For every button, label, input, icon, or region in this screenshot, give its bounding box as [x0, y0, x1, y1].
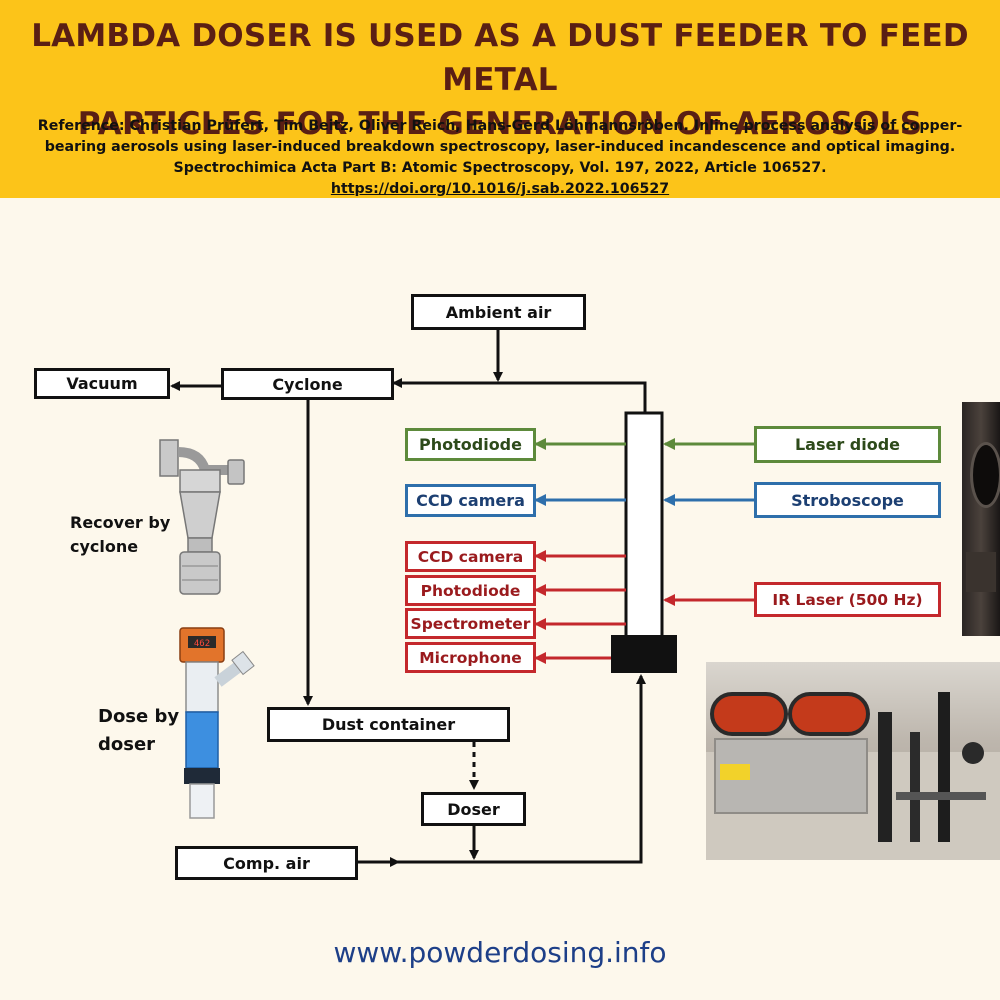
title-line-2: PARTICLES FOR THE GENERATION OF AEROSOLS	[77, 106, 923, 142]
vacuum-box: Vacuum	[34, 368, 170, 399]
spectrometer-box: Spectrometer	[405, 608, 536, 639]
equipment-photo	[962, 402, 1000, 636]
ccd-camera-blue-box: CCD camera	[405, 484, 536, 517]
column-to-cyclone-line	[392, 378, 647, 413]
reference-citation: Reference: Christian Prüfert, Tim Beitz,…	[10, 116, 990, 200]
laser-diode-box: Laser diode	[754, 426, 941, 463]
header-banner: LAMBDA DOSER IS USED AS A DUST FEEDER TO…	[0, 0, 1000, 198]
ambient-air-box: Ambient air	[411, 294, 586, 330]
footer-website-url[interactable]: www.powderdosing.info	[333, 936, 667, 969]
recover-by-cyclone-label: Recover by cyclone	[70, 513, 171, 556]
ccd-camera-red-box: CCD camera	[405, 541, 536, 572]
doser-device-icon: 462	[179, 627, 255, 819]
dose-by-doser-label: Dose by doser	[98, 706, 180, 755]
measurement-base	[611, 635, 677, 673]
cyclone-device-icon	[159, 439, 245, 595]
title-line-1: LAMBDA DOSER IS USED AS A DUST FEEDER TO…	[31, 18, 969, 98]
feed-line-arrow	[398, 674, 646, 864]
stroboscope-box: Stroboscope	[754, 482, 941, 518]
svg-text:462: 462	[194, 639, 210, 649]
doi-link[interactable]: https://doi.org/10.1016/j.sab.2022.10652…	[330, 181, 670, 197]
reference-text: Reference: Christian Prüfert, Tim Beitz,…	[37, 118, 963, 176]
dust-container-box: Dust container	[267, 707, 510, 742]
comp-air-box: Comp. air	[175, 846, 358, 880]
measurement-cell	[624, 411, 664, 639]
ir-laser-box: IR Laser (500 Hz)	[754, 582, 941, 617]
doser-box: Doser	[421, 792, 526, 826]
photodiode-green-box: Photodiode	[405, 428, 536, 461]
microphone-box: Microphone	[405, 642, 536, 673]
lab-setup-photo	[706, 662, 1000, 860]
cyclone-box: Cyclone	[221, 368, 394, 400]
page-title: LAMBDA DOSER IS USED AS A DUST FEEDER TO…	[10, 14, 990, 146]
photodiode-red-box: Photodiode	[405, 575, 536, 606]
